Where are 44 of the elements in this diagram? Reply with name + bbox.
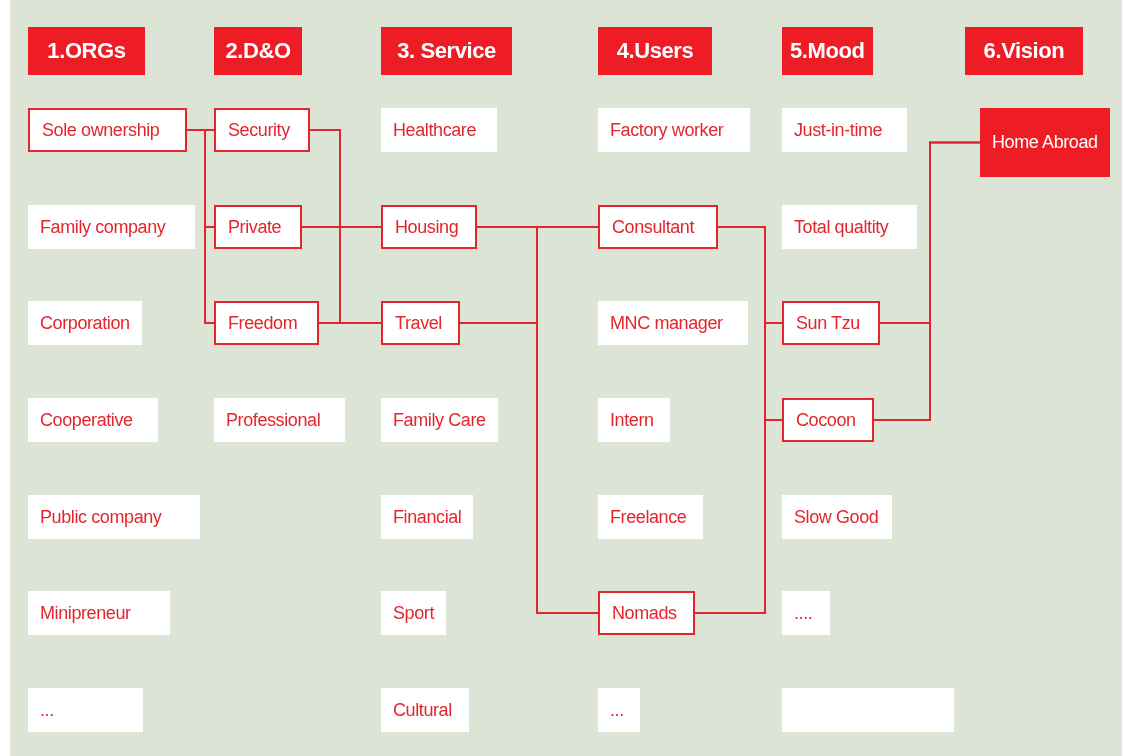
highlighted-box: Consultant (598, 205, 718, 249)
option-box: Corporation (28, 301, 142, 345)
connector-line (873, 141, 981, 421)
option-box: Just-in-time (782, 108, 907, 152)
connector-line (301, 226, 382, 228)
option-box: Total qualtity (782, 205, 917, 249)
option-box: Public company (28, 495, 200, 539)
connector-line (186, 129, 215, 324)
option-box: Factory worker (598, 108, 750, 152)
highlighted-box: Freedom (214, 301, 319, 345)
highlighted-box: Sun Tzu (782, 301, 880, 345)
column-header: 4.Users (598, 27, 712, 75)
option-box: Family Care (381, 398, 498, 442)
option-box: MNC manager (598, 301, 748, 345)
option-box: ... (28, 688, 143, 732)
option-box: Healthcare (381, 108, 497, 152)
option-box: Freelance (598, 495, 703, 539)
option-box: ... (598, 688, 640, 732)
highlighted-box: Travel (381, 301, 460, 345)
option-box: Slow Good (782, 495, 892, 539)
highlighted-box: Security (214, 108, 310, 152)
option-box: Minipreneur (28, 591, 170, 635)
highlighted-box: Housing (381, 205, 477, 249)
column-header: 3. Service (381, 27, 512, 75)
option-box: Professional (214, 398, 345, 442)
connector-line (694, 419, 783, 614)
option-box: Sport (381, 591, 447, 635)
option-box: .... (782, 591, 830, 635)
highlighted-box: Private (214, 205, 302, 249)
option-box: Cooperative (28, 398, 158, 442)
column-header: 1.ORGs (28, 27, 145, 75)
option-box: Intern (598, 398, 670, 442)
connector-line (318, 322, 382, 324)
highlighted-box: Sole ownership (28, 108, 187, 152)
empty-box (782, 688, 954, 732)
option-box: Financial (381, 495, 474, 539)
option-box: Cultural (381, 688, 469, 732)
column-header: 2.D&O (214, 27, 302, 75)
column-header: 5.Mood (782, 27, 873, 75)
vision-box: Home Abroad (980, 108, 1110, 177)
column-header: 6.Vision (965, 27, 1083, 75)
highlighted-box: Cocoon (782, 398, 874, 442)
highlighted-box: Nomads (598, 591, 695, 635)
option-box: Family company (28, 205, 195, 249)
